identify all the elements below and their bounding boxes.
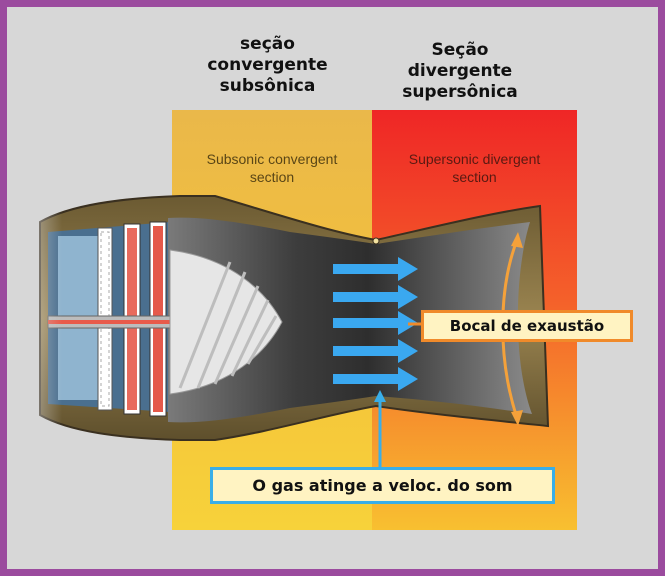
nozzle-callout: Bocal de exaustão (421, 310, 633, 342)
en-convergent-label: Subsonic convergent section (172, 150, 372, 186)
pt-divergent-line-2: divergente (407, 61, 513, 81)
shaft-core (48, 320, 173, 324)
en-convergent-line-1: Subsonic convergent (206, 151, 338, 167)
pt-divergent-line-3: supersônica (402, 82, 518, 102)
en-divergent-label: Supersonic divergent section (372, 150, 577, 186)
pt-divergent-line-1: Seção (431, 40, 489, 60)
en-convergent-line-2: section (249, 169, 295, 185)
right-arrow-icon (333, 311, 418, 335)
right-arrow-icon (333, 285, 418, 309)
flow-arrows (333, 257, 418, 391)
right-arrow-icon (333, 339, 418, 363)
pt-convergent-label: seção convergente subsônica (185, 34, 350, 97)
up-arrow-icon (374, 390, 386, 402)
gas-callout: O gas atinge a veloc. do som (210, 467, 555, 504)
pt-convergent-line-2: convergente (207, 55, 328, 75)
left-fade (7, 190, 62, 460)
throat-marker-top (372, 237, 380, 245)
right-arrow-icon (333, 257, 418, 281)
pt-convergent-line-3: subsônica (219, 76, 316, 96)
en-divergent-line-2: section (452, 169, 497, 185)
pt-divergent-label: Seção divergente supersônica (380, 40, 540, 103)
en-divergent-line-1: Supersonic divergent (408, 151, 541, 167)
tail-cone-stripes (178, 261, 278, 389)
pt-convergent-line-1: seção (240, 34, 295, 54)
right-arrow-icon (333, 367, 418, 391)
